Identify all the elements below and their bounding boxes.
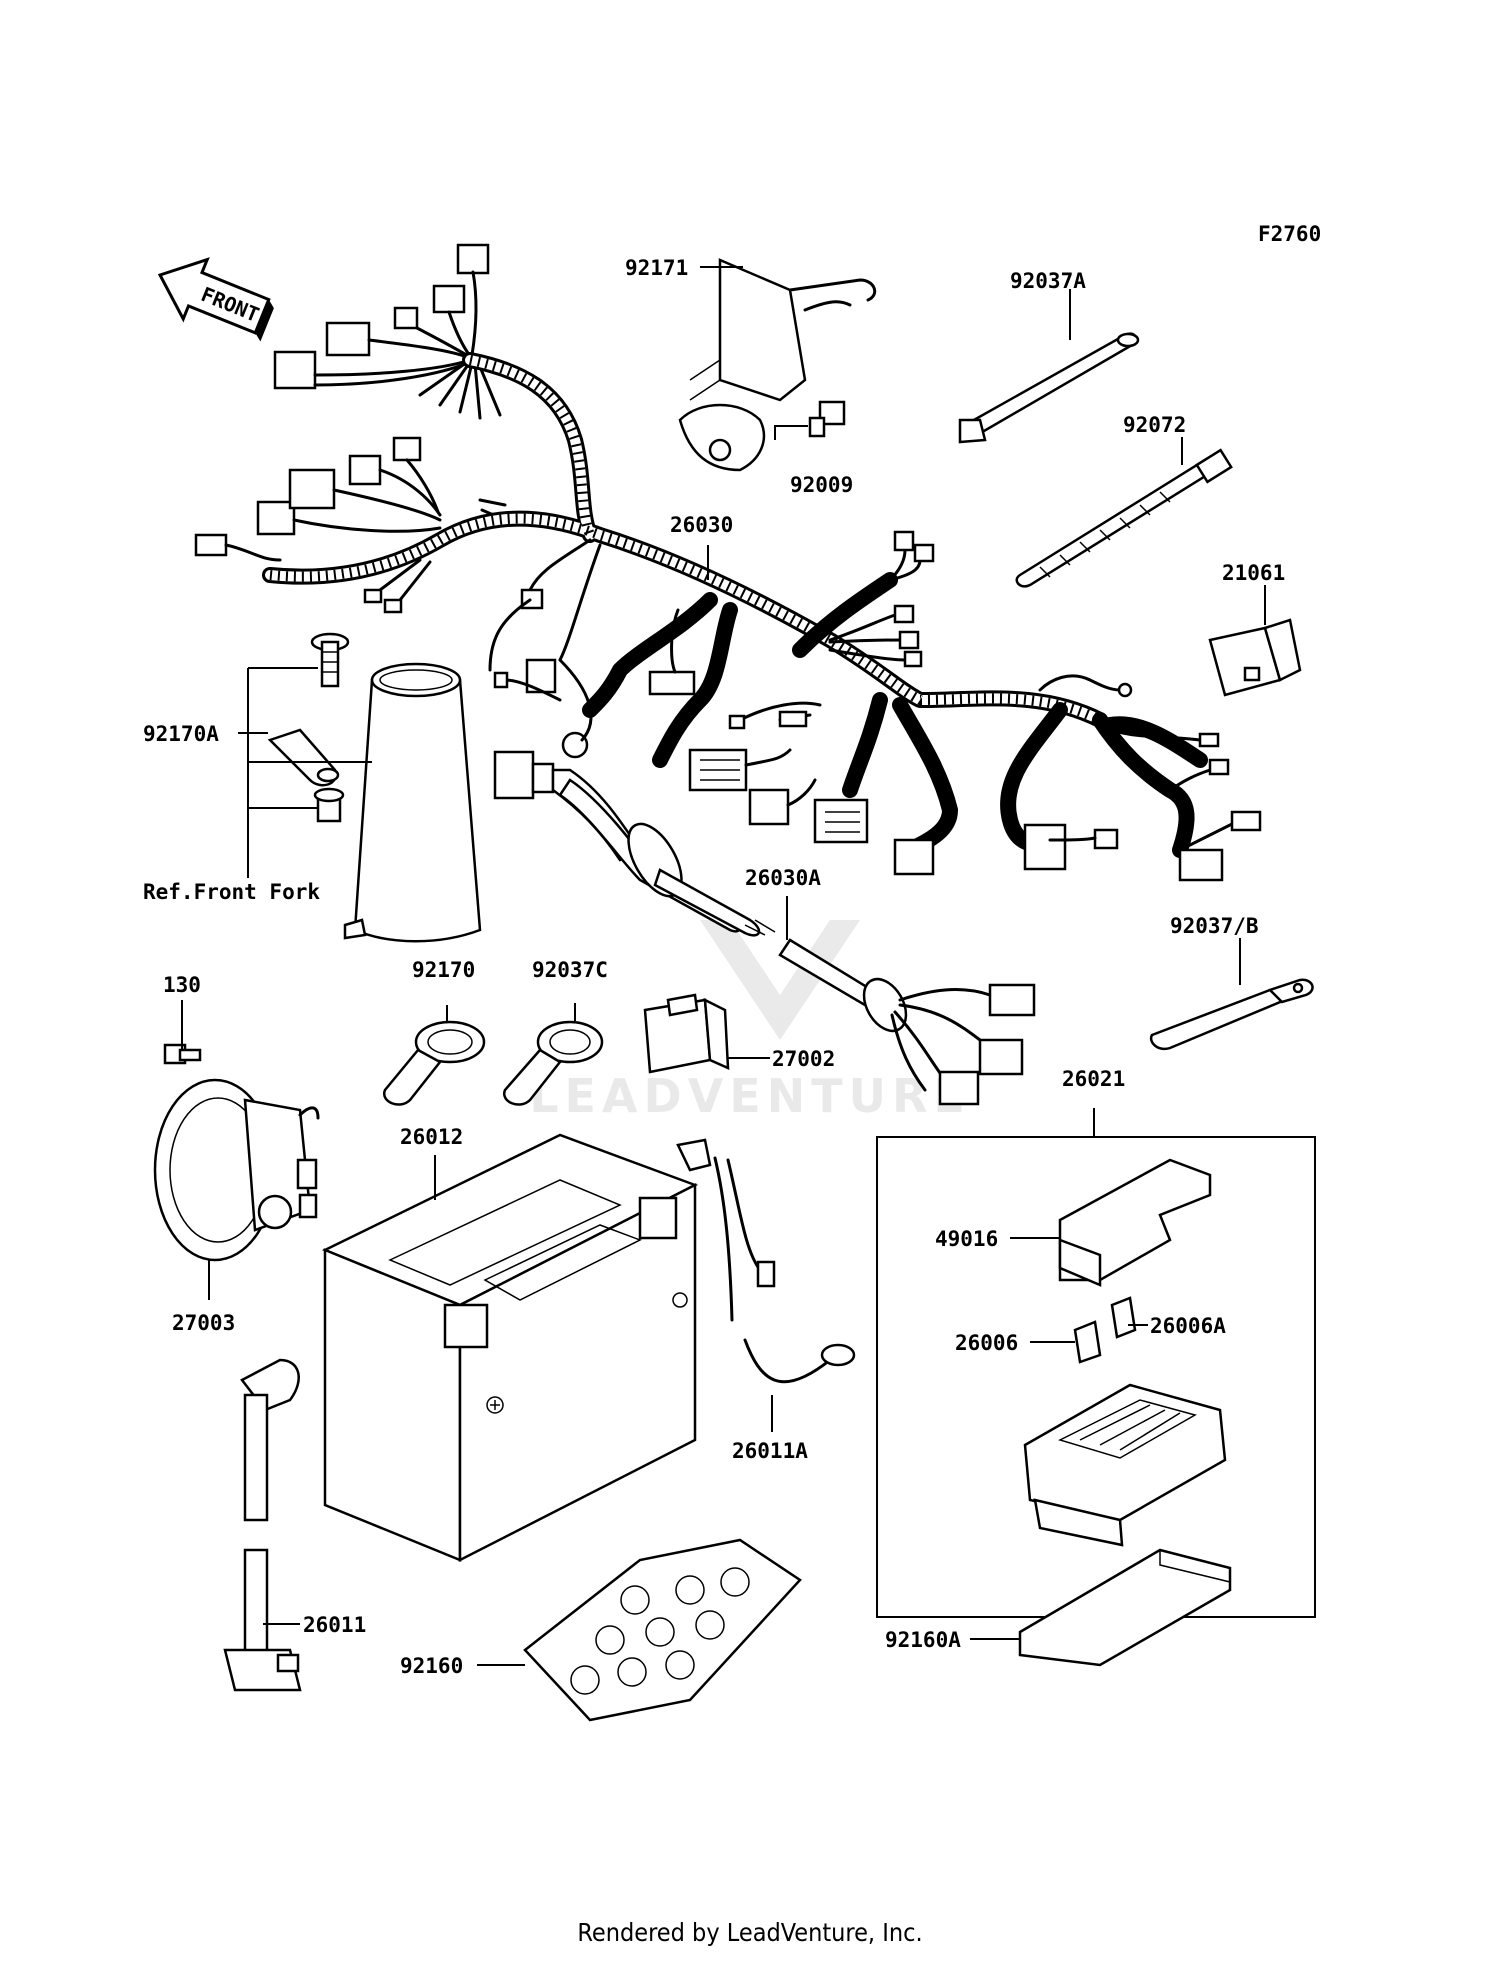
junction-box-body [1023, 1383, 1227, 1547]
callout-labels: 92171 92037A 92072 92009 26030 21061 921… [143, 256, 1285, 1678]
callout-92037A: 92037A [1010, 269, 1086, 293]
fuse-26006 [1073, 1320, 1102, 1364]
callout-92160: 92160 [400, 1654, 463, 1678]
watermark: LEADVENTURE [529, 920, 971, 1123]
callout-92170A: 92170A [143, 722, 219, 746]
callout-ref-front-fork: Ref.Front Fork [143, 880, 320, 904]
clamp-92037C [502, 1020, 604, 1106]
harness-connectors-upper [273, 243, 502, 420]
callout-92037B: 92037/B [1170, 914, 1259, 938]
footer-credit: Rendered by LeadVenture, Inc. [577, 1918, 923, 1947]
figure-code: F2760 [1258, 222, 1321, 246]
callout-92072: 92072 [1123, 413, 1186, 437]
callout-26006: 26006 [955, 1331, 1018, 1355]
callout-27003: 27003 [172, 1311, 235, 1335]
callout-92037C: 92037C [532, 958, 608, 982]
callout-26006A: 26006A [1150, 1314, 1226, 1338]
cable-tie-92072 [1015, 448, 1233, 588]
strap-92037A [958, 332, 1140, 444]
callout-49016: 49016 [935, 1227, 998, 1251]
fork-parts-92170A [267, 632, 350, 823]
main-wiring-harness [194, 243, 1262, 882]
bracket-92171 [678, 258, 877, 472]
callout-27002: 27002 [772, 1047, 835, 1071]
strap-92037B [1149, 978, 1314, 1051]
callout-92171: 92171 [625, 256, 688, 280]
fuse-26006A [1110, 1296, 1137, 1339]
callout-26011A: 26011A [732, 1439, 808, 1463]
battery-pad-92160 [523, 1538, 802, 1722]
watermark-text: LEADVENTURE [529, 1069, 971, 1123]
callout-21061: 21061 [1222, 561, 1285, 585]
pad-92160A [1018, 1548, 1232, 1667]
harness-connectors-lower-left [194, 436, 507, 614]
relay-21061 [1208, 618, 1302, 697]
battery-cable-26011A [676, 1138, 856, 1384]
callout-26012: 26012 [400, 1125, 463, 1149]
bolt-130 [163, 1043, 202, 1065]
cover-49016 [1058, 1158, 1212, 1287]
callout-92160A: 92160A [885, 1628, 961, 1652]
relay-27002 [643, 993, 730, 1074]
battery-cable-26011 [223, 1358, 302, 1692]
callout-26030A: 26030A [745, 866, 821, 890]
sub-harness [493, 750, 1036, 1106]
callout-26021: 26021 [1062, 1067, 1125, 1091]
callout-92170: 92170 [412, 958, 475, 982]
callout-130: 130 [163, 973, 201, 997]
clamp-92170 [382, 1020, 486, 1106]
horn-27003 [153, 1078, 320, 1262]
battery-26012 [321, 1133, 699, 1563]
callout-26011: 26011 [303, 1613, 366, 1637]
front-arrow-icon: FRONT [157, 257, 274, 342]
front-fork-cover [343, 662, 482, 943]
bolt-92009 [808, 400, 846, 438]
callout-26030: 26030 [670, 513, 733, 537]
leader-lines [181, 266, 1266, 1666]
callout-92009: 92009 [790, 473, 853, 497]
